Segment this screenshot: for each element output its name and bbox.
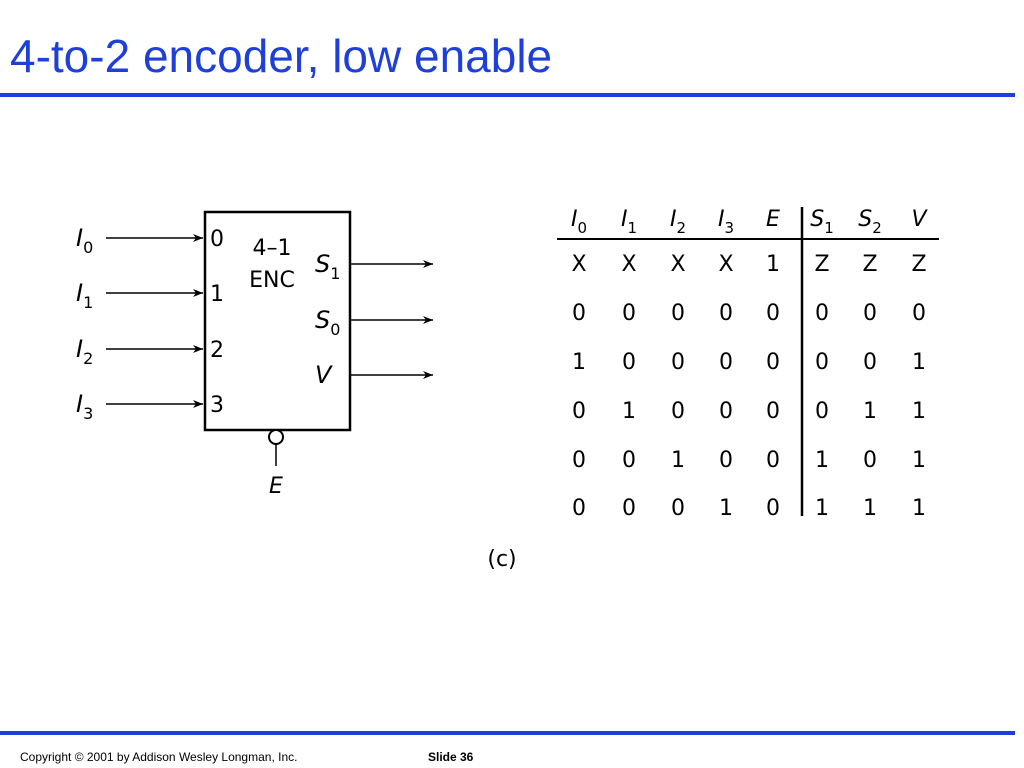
input-label: I1 (76, 279, 93, 312)
truth-table-row: 0 0 1 0 0 1 0 1 (572, 448, 926, 473)
truth-table-cell: 0 (766, 448, 780, 473)
truth-table-cell: 1 (863, 399, 877, 424)
truth-table-cell: X (718, 252, 733, 277)
truth-table-header-cell: S1 (810, 207, 834, 237)
truth-table-cell: 0 (622, 496, 636, 521)
truth-table-cell: 0 (815, 301, 829, 326)
truth-table-header-cell: S2 (858, 207, 882, 237)
truth-table-header-cell: E (766, 207, 780, 232)
truth-table-cell: 0 (719, 301, 733, 326)
enable-bubble (268, 429, 284, 445)
truth-table-cell: 0 (572, 496, 586, 521)
truth-table-cell: 1 (815, 496, 829, 521)
truth-table-cell: 1 (622, 399, 636, 424)
block-label-top: 4–1 (253, 236, 292, 261)
truth-table-cell: 0 (622, 301, 636, 326)
truth-table-cell: 0 (815, 399, 829, 424)
truth-table-cell: 1 (815, 448, 829, 473)
input-label: I0 (76, 224, 93, 257)
slide-title: 4-to-2 encoder, low enable (10, 30, 553, 82)
truth-table-cell: 0 (671, 399, 685, 424)
truth-table-cell: Z (911, 252, 926, 277)
truth-table-cell: 0 (572, 399, 586, 424)
truth-table-cell: 0 (622, 350, 636, 375)
input-pin-number: 0 (210, 227, 224, 252)
input-lines: I0 0I1 1I2 2I3 3 (76, 224, 224, 423)
truth-table-cell: 0 (719, 350, 733, 375)
enable-input: E (268, 429, 284, 499)
input-label: I2 (76, 335, 93, 368)
slide-number: Slide 36 (428, 750, 474, 764)
truth-table-header-cell: V (911, 207, 928, 232)
truth-table-cell: 0 (572, 301, 586, 326)
truth-table-cell: 0 (572, 448, 586, 473)
truth-table-row: 0 1 0 0 0 0 1 1 (572, 399, 926, 424)
truth-table-cell: 1 (671, 448, 685, 473)
output-label: S1 (315, 250, 340, 283)
truth-table-row: 0 0 0 0 0 0 0 0 (572, 301, 926, 326)
title-rule (0, 93, 1015, 97)
truth-table-cell: 0 (912, 301, 926, 326)
enable-label: E (269, 474, 283, 499)
block-label-bottom: ENC (249, 268, 295, 293)
truth-table-cell: Z (814, 252, 829, 277)
truth-table-header-cell: I3 (718, 207, 734, 237)
output-label: S0 (315, 306, 340, 339)
truth-table-row: 0 0 0 1 0 1 1 1 (572, 496, 926, 521)
truth-table-cell: 1 (719, 496, 733, 521)
truth-table-row: 1 0 0 0 0 0 0 1 (572, 350, 926, 375)
truth-table-cell: 1 (912, 350, 926, 375)
truth-table-cell: 0 (766, 350, 780, 375)
figure-caption: (c) (487, 547, 516, 572)
input-label: I3 (76, 390, 93, 423)
truth-table-row: X X X X 1 Z Z Z (571, 252, 926, 277)
input-pin-number: 2 (210, 338, 224, 363)
truth-table-cell: 0 (671, 350, 685, 375)
truth-table-cell: 0 (863, 301, 877, 326)
truth-table-cell: 0 (719, 448, 733, 473)
truth-table-cell: 0 (719, 399, 733, 424)
footer-rule (0, 731, 1015, 735)
input-pin-number: 3 (210, 393, 224, 418)
truth-table-cell: 0 (863, 350, 877, 375)
truth-table-cell: Z (862, 252, 877, 277)
truth-table-cell: 0 (671, 301, 685, 326)
truth-table-cell: 1 (912, 496, 926, 521)
truth-table-cell: 1 (912, 399, 926, 424)
truth-table-cell: 0 (766, 399, 780, 424)
truth-table-cell: X (621, 252, 636, 277)
input-pin-number: 1 (210, 282, 224, 307)
truth-table-cell: 1 (863, 496, 877, 521)
truth-table-header-cell: I0 (571, 207, 587, 237)
truth-table-cell: 0 (815, 350, 829, 375)
truth-table-cell: X (571, 252, 586, 277)
truth-table-cell: 0 (863, 448, 877, 473)
truth-table-cell: 0 (766, 496, 780, 521)
truth-table-header-cell: I1 (621, 207, 637, 237)
output-label: V (315, 361, 333, 389)
truth-table-cell: X (670, 252, 685, 277)
truth-table-cell: 1 (912, 448, 926, 473)
truth-table-header: I0 I1 I2 I3 E S1 S2 V (571, 207, 928, 237)
truth-table-header-cell: I2 (670, 207, 686, 237)
truth-table-cell: 0 (671, 496, 685, 521)
truth-table-cell: 0 (766, 301, 780, 326)
truth-table-cell: 1 (766, 252, 780, 277)
truth-table-cell: 0 (622, 448, 636, 473)
truth-table-cell: 1 (572, 350, 586, 375)
footer-copyright: Copyright © 2001 by Addison Wesley Longm… (20, 750, 298, 764)
